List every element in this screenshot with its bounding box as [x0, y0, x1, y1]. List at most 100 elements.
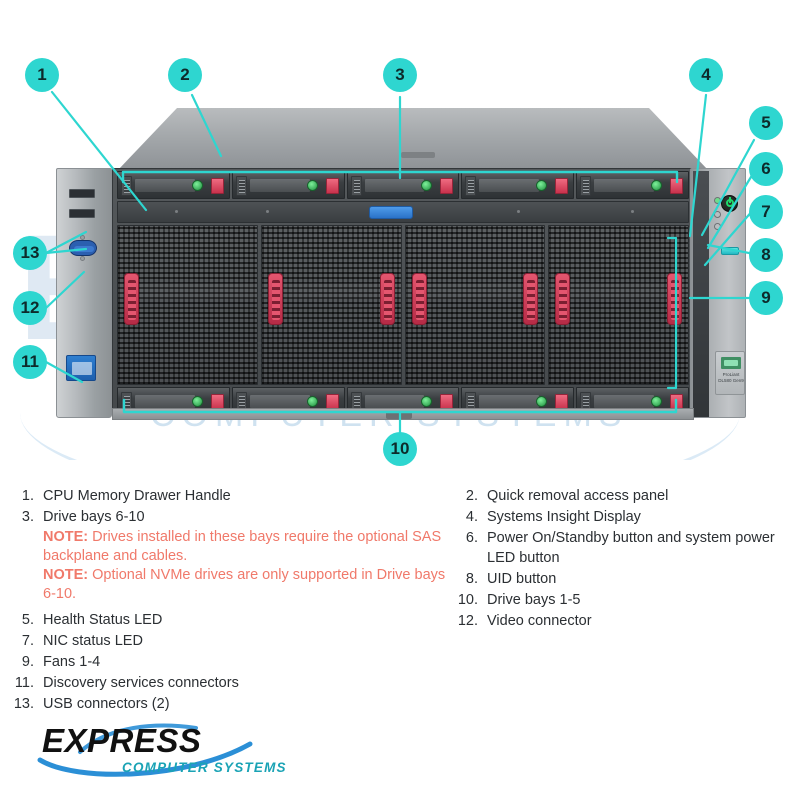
drive-fault-led-icon: [210, 178, 224, 194]
drive-latch[interactable]: [465, 176, 477, 196]
discovery-services-connector-icon[interactable]: [66, 355, 96, 381]
callout-7[interactable]: 7: [749, 195, 783, 229]
foot-tab: [385, 411, 412, 419]
logo-swoosh-upper: [78, 723, 198, 754]
uid-button[interactable]: [721, 247, 739, 255]
drawer-release-tab[interactable]: [368, 206, 413, 219]
legend-number: 12.: [457, 613, 478, 629]
left-bezel: [56, 168, 112, 418]
legend-label: Drive bays 1-5: [487, 592, 581, 608]
legend-number: 13.: [13, 696, 34, 712]
usb-connector-icon[interactable]: [69, 189, 95, 198]
fan-module[interactable]: [117, 225, 258, 385]
legend-note: NOTE: Drives installed in these bays req…: [43, 528, 446, 566]
drive-activity-led-icon: [421, 396, 433, 407]
legend-label: NIC status LED: [43, 633, 143, 649]
legend-label: Drive bays 6-10: [43, 509, 145, 525]
fan-module[interactable]: [260, 225, 402, 385]
legend-item: 2. Quick removal access panel: [452, 486, 796, 506]
legend-number: 2.: [465, 488, 478, 504]
fan-handle[interactable]: [379, 272, 395, 325]
legend-label: Discovery services connectors: [43, 675, 239, 691]
right-bezel: ProLiant DL580 Gen9: [690, 168, 746, 418]
callout-12[interactable]: 12: [13, 291, 47, 325]
callout-3[interactable]: 3: [383, 58, 417, 92]
callout-5[interactable]: 5: [749, 106, 783, 140]
callout-9[interactable]: 9: [749, 281, 783, 315]
fan-handle[interactable]: [267, 272, 283, 325]
drive-activity-led-icon: [650, 180, 662, 191]
vga-screw: [80, 256, 85, 261]
drive-activity-led-icon: [191, 180, 203, 191]
callout-8[interactable]: 8: [749, 238, 783, 272]
drive-tray: [249, 395, 310, 408]
power-on-standby-button[interactable]: [721, 195, 738, 212]
drive-bay[interactable]: [346, 171, 460, 199]
drive-fault-led-icon: [555, 178, 569, 194]
fan-handle[interactable]: [523, 272, 539, 325]
fan-band: [118, 282, 257, 299]
legend-item: 3. Drive bays 6-10: [8, 507, 446, 527]
screw-dot: [175, 210, 178, 213]
legend-item: 10. Drive bays 1-5: [452, 590, 796, 610]
callout-2[interactable]: 2: [168, 58, 202, 92]
callout-6[interactable]: 6: [749, 152, 783, 186]
drive-bay[interactable]: [231, 171, 345, 199]
drive-activity-led-icon: [306, 396, 318, 407]
fan-handle[interactable]: [124, 272, 139, 325]
legend-item: 9. Fans 1-4: [8, 652, 446, 672]
callout-13[interactable]: 13: [13, 236, 47, 270]
legend: 1. CPU Memory Drawer Handle 3. Drive bay…: [0, 486, 800, 718]
badge-chip: [721, 357, 741, 369]
callout-11[interactable]: 11: [13, 345, 47, 379]
callout-10[interactable]: 10: [383, 432, 417, 466]
cpu-memory-drawer-handle[interactable]: [117, 201, 689, 223]
screw-dot: [517, 210, 520, 213]
legend-item: 7. NIC status LED: [8, 631, 446, 651]
legend-label: CPU Memory Drawer Handle: [43, 488, 231, 504]
legend-label: Health Status LED: [43, 612, 163, 628]
screw-dot: [266, 210, 270, 213]
drive-latch[interactable]: [350, 176, 362, 196]
drive-tray: [479, 395, 540, 408]
fan-handle[interactable]: [667, 272, 682, 325]
legend-item: 11. Discovery services connectors: [8, 673, 446, 693]
legend-column-even: 2. Quick removal access panel 4. Systems…: [452, 486, 796, 632]
legend-label: USB connectors (2): [43, 696, 170, 712]
legend-number: 10.: [457, 592, 478, 608]
drive-activity-led-icon: [421, 180, 433, 191]
server-front-panel: [112, 168, 694, 418]
drive-bay[interactable]: [117, 171, 230, 199]
drive-bay[interactable]: [576, 171, 689, 199]
systems-insight-display[interactable]: [693, 171, 709, 417]
drive-tray: [135, 179, 195, 192]
legend-note: NOTE: Optional NVMe drives are only supp…: [43, 566, 446, 604]
legend-item: 1. CPU Memory Drawer Handle: [8, 486, 446, 506]
drive-latch[interactable]: [121, 176, 132, 196]
logo-primary-text: EXPRESS: [42, 722, 201, 759]
video-connector-icon[interactable]: [67, 235, 99, 261]
drive-bay[interactable]: [461, 171, 575, 199]
legend-label: Power On/Standby button and system power…: [487, 530, 775, 566]
fan-handle[interactable]: [411, 272, 427, 325]
fan-handle[interactable]: [555, 272, 571, 325]
product-badge: ProLiant DL580 Gen9: [715, 351, 745, 395]
legend-number: 6.: [465, 530, 478, 546]
legend-number: 3.: [21, 509, 34, 525]
drive-tray: [249, 179, 310, 192]
drive-latch[interactable]: [235, 176, 247, 196]
server-chassis: ProLiant DL580 Gen9: [56, 108, 746, 420]
usb-connector-icon[interactable]: [69, 209, 95, 218]
callout-4[interactable]: 4: [689, 58, 723, 92]
callout-1[interactable]: 1: [25, 58, 59, 92]
drive-tray: [594, 395, 655, 408]
drive-latch[interactable]: [580, 176, 592, 196]
legend-number: 7.: [21, 633, 34, 649]
legend-label: Fans 1-4: [43, 654, 101, 670]
fan-module[interactable]: [548, 225, 689, 385]
fan-module[interactable]: [404, 225, 546, 385]
fan-band: [405, 282, 545, 299]
legend-item: 5. Health Status LED: [8, 610, 446, 630]
drive-tray: [364, 179, 425, 192]
drive-activity-led-icon: [191, 396, 203, 407]
